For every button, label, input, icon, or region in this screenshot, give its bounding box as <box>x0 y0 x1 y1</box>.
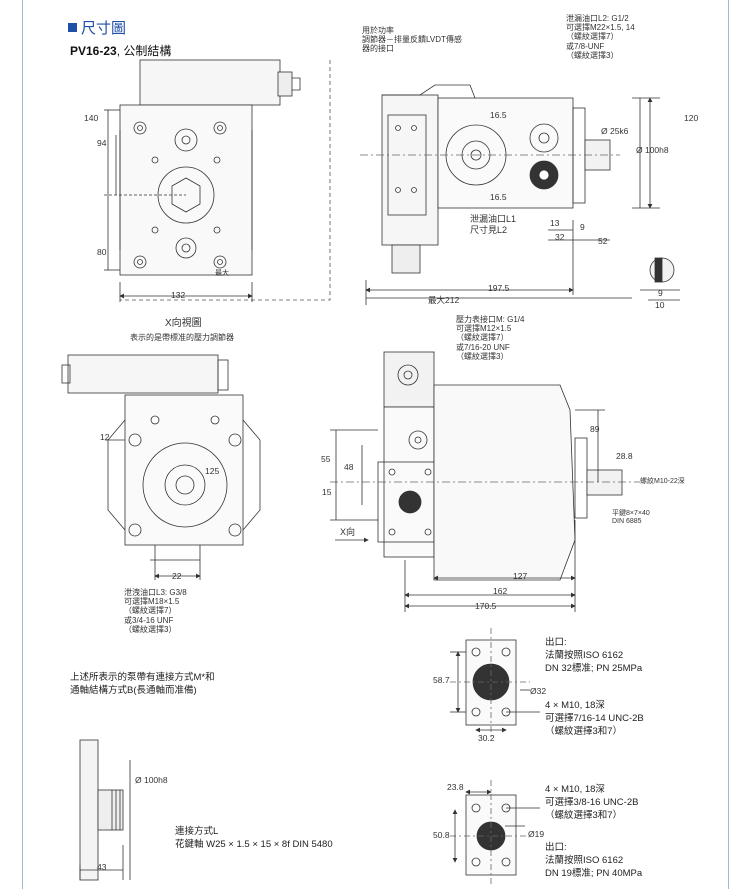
dim-162: 162 <box>493 586 508 596</box>
dim-30-2: 30.2 <box>478 733 495 743</box>
dim-max-212: 最大212 <box>428 295 460 305</box>
x-direction-label: X向 <box>340 527 356 537</box>
dim-32: 32 <box>555 232 565 242</box>
dim-28-8: 28.8 <box>616 451 633 461</box>
dim-12: 12 <box>100 432 110 442</box>
dim-22: 22 <box>172 571 182 581</box>
dim-125: 125 <box>205 466 220 476</box>
structure-type: 公制結構 <box>123 44 172 58</box>
thread-m10-note: 螺紋M10-22深 <box>640 478 685 485</box>
model-name: PV16-23 <box>70 44 117 58</box>
dim-52: 52 <box>598 236 608 246</box>
connection-note: 上述所表示的泵帶有連接方式M*和通軸結構方式B(長通軸而准備) <box>70 672 215 696</box>
x-view-caption: X向視圖 <box>165 318 202 329</box>
dim-140: 140 <box>84 113 99 123</box>
dim-15: 15 <box>322 487 332 497</box>
dim-43: 43 <box>97 862 107 872</box>
front-view-drawing <box>61 354 261 580</box>
outlet-screw-note: 4 × M10, 18深可選擇7/16-14 UNC-2B（螺紋選擇3和7） <box>545 700 644 737</box>
dim-50-8: 50.8 <box>433 830 450 840</box>
dim-16-5-b: 16.5 <box>490 192 507 202</box>
side-view-drawing <box>360 84 680 305</box>
inlet-flange-drawing <box>450 780 540 885</box>
lvdt-note: 用於功率調節器－排量反饋LVDT傳感器的接口 <box>362 26 462 54</box>
model-subtitle: PV16-23, 公制結構 <box>70 44 172 58</box>
see-l2-label: 尺寸見L2 <box>470 225 508 235</box>
x-view-drawing <box>104 59 331 302</box>
dim-132: 132 <box>171 290 186 300</box>
dim-127: 127 <box>513 571 528 581</box>
shaft-drawing <box>79 739 131 881</box>
dim-9-a: 9 <box>580 222 585 232</box>
dim-55: 55 <box>321 454 331 464</box>
x-view-caption-2: 表示的是帶標准的壓力調節器 <box>130 333 234 342</box>
header-square-icon <box>68 23 77 32</box>
dim-197-5: 197.5 <box>488 283 510 293</box>
section-title: 尺寸圖 <box>81 20 127 37</box>
dim-94: 94 <box>97 138 107 148</box>
dim-shaft-25: Ø 25k6 <box>601 126 629 136</box>
dim-10: 10 <box>655 300 665 310</box>
dim-13: 13 <box>550 218 560 228</box>
dim-58-7: 58.7 <box>433 675 450 685</box>
dim-dia-19: Ø19 <box>528 829 545 839</box>
outlet-flange-drawing <box>450 628 540 740</box>
leak-port-l1-label: 泄漏油口L1 <box>470 214 517 224</box>
dim-dia-32: Ø32 <box>530 686 547 696</box>
section-header: 尺寸圖 <box>68 17 126 38</box>
dim-48: 48 <box>344 462 354 472</box>
dim-16-5-a: 16.5 <box>490 110 507 120</box>
dim-9-b: 9 <box>658 288 663 298</box>
dim-89: 89 <box>590 424 600 434</box>
dim-max: 最大 <box>215 270 229 277</box>
dim-120: 120 <box>684 113 699 123</box>
dim-pilot-100: Ø 100h8 <box>636 145 669 155</box>
dim-23-8: 23.8 <box>447 782 464 792</box>
dim-170-5: 170.5 <box>475 601 497 611</box>
dim-80: 80 <box>97 247 107 257</box>
frame-left-border <box>22 0 23 889</box>
side-view-2-drawing <box>330 351 640 612</box>
frame-right-border <box>728 0 729 889</box>
inlet-screw-note: 4 × M10, 18深可選擇3/8-16 UNC-2B（螺紋選擇3和7） <box>545 784 639 821</box>
dim-pilot-100-shaft: Ø 100h8 <box>135 775 168 785</box>
